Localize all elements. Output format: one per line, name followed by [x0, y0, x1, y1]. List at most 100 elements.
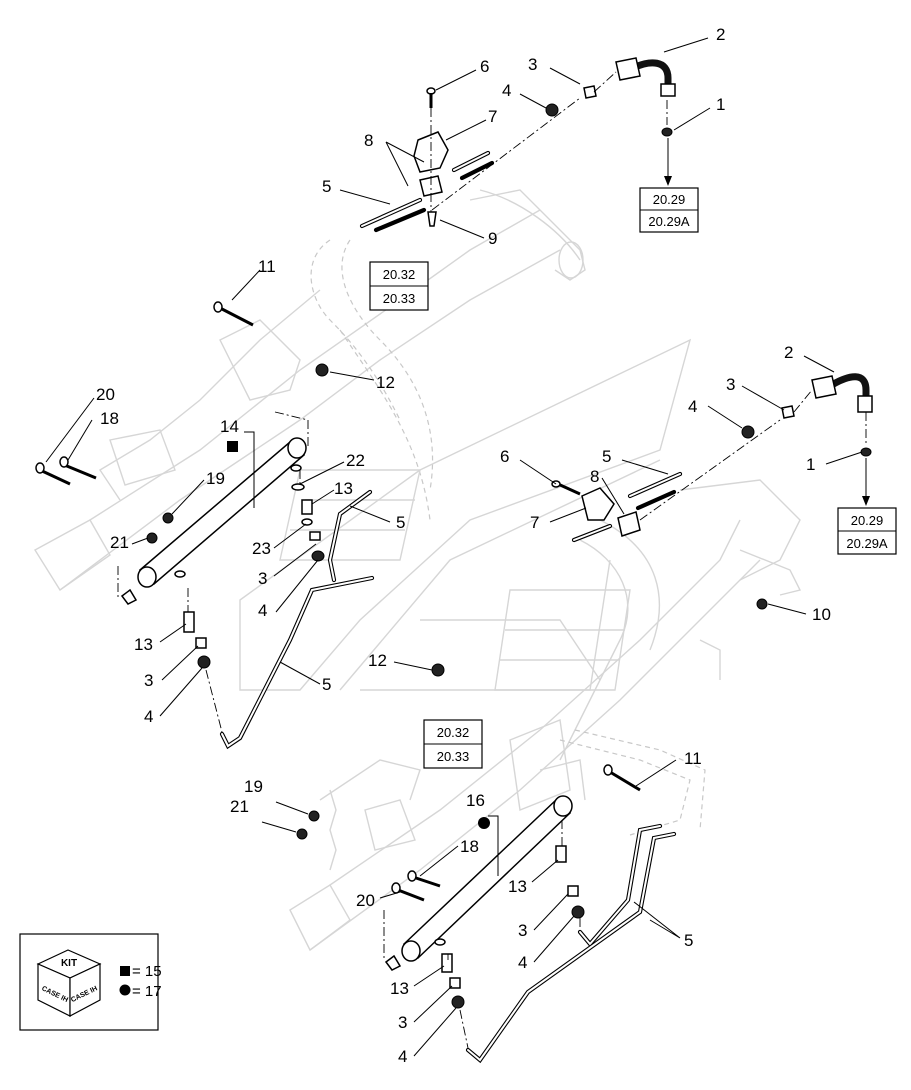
assembly-axis-right: [639, 389, 867, 521]
kit-legend: KIT CASE IH CASE IH = 15 = 17: [19, 933, 162, 1031]
callout-7-right: 7: [530, 513, 539, 532]
ref-top-right-2: 20.29A: [648, 214, 690, 229]
assembly-axis-top: [430, 71, 668, 212]
assembly-axis-lower: [383, 820, 581, 1049]
nut-10-right: [756, 598, 768, 610]
callout-1-right: 1: [806, 455, 815, 474]
callout-23-left: 23: [252, 539, 271, 558]
pipe-5-right-top: [571, 471, 683, 543]
callout-13b-right: 13: [390, 979, 409, 998]
callout-5-right-lower: 5: [684, 931, 693, 950]
callout-4b-left: 4: [144, 707, 153, 726]
assembly-axis-left: [117, 411, 309, 733]
callout-21-right: 21: [230, 797, 249, 816]
ref-bottom-mid-1: 20.32: [437, 725, 470, 740]
callout-8-right: 8: [590, 467, 599, 486]
nut-21-right: [296, 828, 308, 840]
fittings-22-23-left: [291, 483, 325, 562]
callout-5-top: 5: [322, 177, 331, 196]
callout-16-right: 16: [466, 791, 485, 810]
seal-1-top: [661, 127, 673, 137]
fittings-13-3-4-right-lower: [441, 953, 465, 1009]
ref-top-mid-2: 20.33: [383, 291, 416, 306]
callout-22-left: 22: [346, 451, 365, 470]
clamp-7-top: [413, 131, 449, 173]
clamp-7-right: [581, 487, 615, 521]
circle-marker-16: [478, 817, 490, 829]
ref-right-2: 20.29A: [846, 536, 888, 551]
nut-4-right: [741, 425, 755, 439]
frame-outline-upper: [34, 189, 586, 591]
clamp-8-right: [617, 511, 641, 537]
callout-9-top: 9: [488, 229, 497, 248]
nut-21-left: [146, 532, 158, 544]
hose-assembly-right: [811, 373, 873, 413]
callout-4b-right: 4: [398, 1047, 407, 1066]
kit-box-icon: KIT CASE IH CASE IH: [36, 949, 102, 1017]
ref-box-bottom-mid: 20.32 20.33: [423, 719, 483, 769]
ref-box-top-mid: 20.32 20.33: [369, 261, 429, 311]
manifold-14: [120, 437, 307, 605]
callout-18-left: 18: [100, 409, 119, 428]
bolt-6-top: [426, 87, 436, 108]
callout-3b-right: 3: [398, 1013, 407, 1032]
callout-2-top: 2: [716, 25, 725, 44]
callouts-top: 2 3 4 6 7 1 8 5 9 11 12: [258, 25, 725, 392]
callout-3a-right: 3: [518, 921, 527, 940]
bolts-18-20-right: [391, 870, 441, 902]
callout-19-left: 19: [206, 469, 225, 488]
ref-right-1: 20.29: [851, 513, 884, 528]
callout-8-top: 8: [364, 131, 373, 150]
callout-4a-right: 4: [518, 953, 527, 972]
callout-21-left: 21: [110, 533, 129, 552]
pipe-5-right-lower: [465, 823, 677, 1064]
nut-4-top: [545, 103, 559, 117]
bolt-6-right: [551, 480, 581, 496]
ref-box-top-right: 20.29 20.29A: [639, 187, 699, 233]
callout-2-right: 2: [784, 343, 793, 362]
fittings-13-3-4-right-upper: [555, 845, 585, 919]
pipe-5-left: [219, 489, 375, 750]
fittings-13-3-4-left: [183, 611, 211, 669]
square-key: [120, 966, 130, 976]
callout-20-right: 20: [356, 891, 375, 910]
callout-6-top: 6: [480, 57, 489, 76]
callout-13b-left: 13: [134, 635, 153, 654]
callout-19-right: 19: [244, 777, 263, 796]
callouts-left: 20 18 14 19 21 22 13 5 23 3 4 13 3 4 5: [96, 385, 405, 726]
callout-18-right: 18: [460, 837, 479, 856]
ref-arrow-right: [862, 458, 870, 506]
callout-12-top: 12: [376, 373, 395, 392]
screw-9-top: [427, 211, 437, 227]
nut-19-left: [162, 512, 174, 524]
callout-7-top: 7: [488, 107, 497, 126]
kit-circle-eq: = 17: [132, 983, 162, 1000]
hose-assembly-top: [615, 57, 676, 97]
nut-12-top: [315, 363, 329, 377]
kit-label: KIT: [61, 958, 77, 969]
ref-top-mid-1: 20.32: [383, 267, 416, 282]
callout-20-left: 20: [96, 385, 115, 404]
square-marker-14: [227, 441, 238, 452]
hood-panel-outline: [239, 338, 692, 691]
leader-lines: [45, 37, 863, 1057]
ref-bottom-mid-2: 20.33: [437, 749, 470, 764]
callout-3-top: 3: [528, 55, 537, 74]
callout-5b-left: 5: [322, 675, 331, 694]
callout-4-top: 4: [502, 81, 511, 100]
callout-10-right: 10: [812, 605, 831, 624]
pipe-5-top: [359, 150, 495, 233]
callout-13a-right: 13: [508, 877, 527, 896]
ref-top-right-1: 20.29: [653, 192, 686, 207]
callout-3b-left: 3: [144, 671, 153, 690]
ref-arrow-top: [664, 138, 672, 186]
callout-12-right: 12: [368, 651, 387, 670]
adapter-3-right: [781, 405, 795, 419]
nut-12-right: [431, 663, 445, 677]
callouts-right: 2 3 4 1 6 8 5 7 10 12 11 16 19 21 18 20 …: [230, 343, 831, 1066]
bolts-18-20-left: [35, 456, 97, 486]
ref-box-right: 20.29 20.29A: [837, 507, 897, 555]
callout-4a-left: 4: [258, 601, 267, 620]
nut-19-right: [308, 810, 320, 822]
